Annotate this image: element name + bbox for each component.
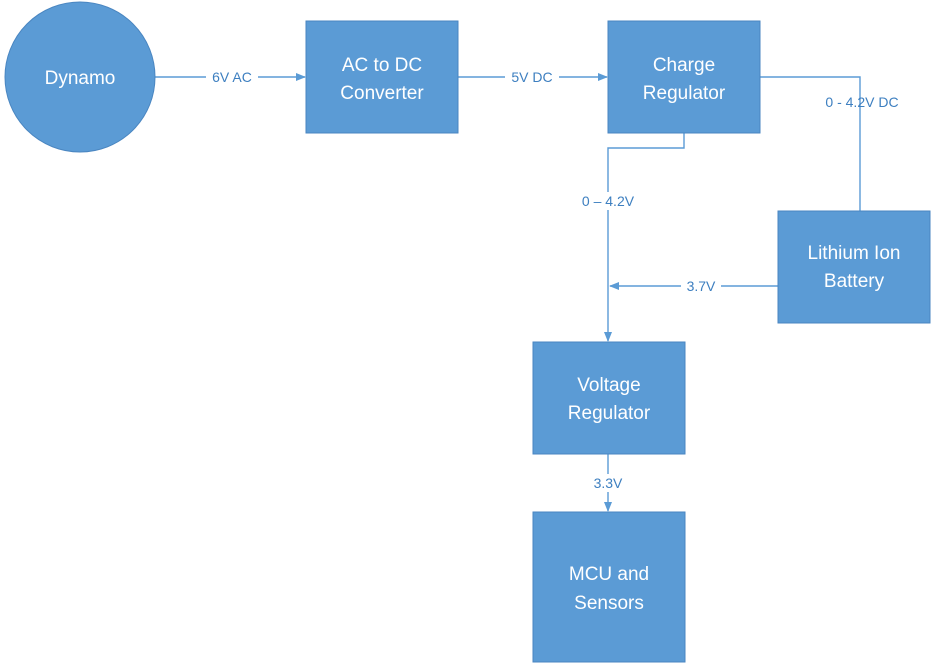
wire-charge-to-voltage — [604, 133, 685, 342]
edge-label-bg — [505, 68, 559, 86]
charge-regulator-label-line1: Charge — [653, 55, 715, 76]
edge-label-dynamo-acdc: 6V AC — [212, 69, 252, 85]
battery-node — [777, 210, 931, 324]
battery-label-line1: Lithium Ion — [808, 243, 901, 264]
edge-label-bg — [588, 474, 628, 492]
charge-regulator-node — [607, 20, 761, 134]
edge-label-voltage-mcu: 3.3V — [594, 475, 623, 491]
ac-dc-converter-label-line2: Converter — [340, 83, 424, 104]
voltage-regulator-label-line1: Voltage — [577, 375, 640, 396]
ac-dc-converter-label-line1: AC to DC — [342, 55, 422, 76]
wire-charge-to-battery — [760, 76, 861, 211]
ac-dc-converter-node — [305, 20, 459, 134]
charge-regulator-label-line2: Regulator — [643, 83, 726, 104]
edge-label-charge-voltage: 0 – 4.2V — [582, 193, 635, 209]
edge-label-battery-voltage: 3.7V — [687, 278, 716, 294]
edge-label-acdc-charge: 5V DC — [511, 69, 552, 85]
dynamo-label: Dynamo — [45, 68, 116, 89]
battery-label-line2: Battery — [824, 271, 885, 292]
voltage-regulator-label-line2: Regulator — [568, 403, 651, 424]
edge-label-bg — [681, 277, 721, 295]
mcu-node — [532, 511, 686, 663]
edge-label-charge-battery: 0 - 4.2V DC — [825, 94, 898, 110]
mcu-label-line1: MCU and — [569, 564, 649, 585]
edge-label-bg — [206, 68, 258, 86]
dynamo-node — [4, 1, 156, 153]
edge-label-bg — [572, 192, 644, 210]
voltage-regulator-node — [532, 341, 686, 455]
mcu-label-line2: Sensors — [574, 593, 644, 614]
